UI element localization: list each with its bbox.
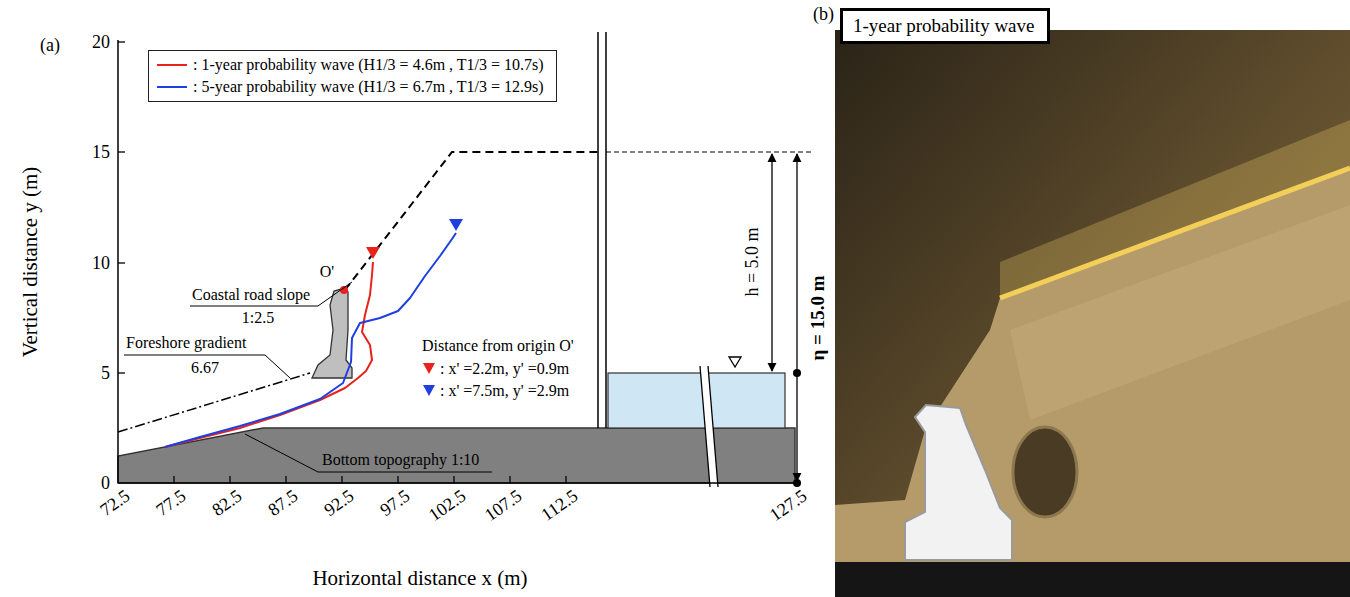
tick-label: 10	[92, 253, 110, 274]
dimension-label: h = 5.0 m	[742, 227, 763, 296]
origin-label: O'	[320, 263, 334, 281]
tick-label: 127.5	[766, 486, 811, 526]
topography-label: Bottom topography 1:10	[322, 451, 479, 469]
axis-title: Horizontal distance x (m)	[312, 566, 527, 590]
tick-label: 0	[101, 473, 110, 494]
distance-title: Distance from origin O'	[420, 337, 576, 355]
road-slope-line	[345, 152, 598, 290]
tick-label: 92.5	[320, 486, 358, 521]
runup-marker	[449, 219, 463, 231]
legend-marker	[423, 385, 435, 396]
tick-label: 5	[101, 363, 110, 384]
legend-line-sample	[157, 64, 187, 66]
y-ticks	[118, 42, 125, 373]
x-ticks	[174, 476, 566, 483]
box-title: 1-year probability wave	[853, 14, 1037, 38]
tick-label: 20	[92, 32, 110, 53]
photo-slope-line	[1000, 168, 1350, 298]
panel-label: (b)	[813, 4, 834, 25]
gradient-label: Foreshore gradient	[126, 334, 246, 352]
extension-line	[606, 152, 812, 153]
slope-label: Coastal road slope	[192, 286, 310, 304]
legend-marker	[423, 363, 435, 374]
dimension-arrow	[796, 154, 797, 481]
tick-label: 97.5	[376, 486, 414, 521]
photo-seawall	[905, 405, 1012, 560]
tick-label: 82.5	[208, 486, 246, 521]
legend-text: : 5-year probability wave (H1/3 = 6.7m ,…	[193, 76, 544, 98]
tick-label: 102.5	[425, 486, 470, 526]
legend-entry: : 5-year probability wave (H1/3 = 6.7m ,…	[157, 76, 544, 98]
tick-label: 87.5	[264, 486, 302, 521]
bottom-topography	[118, 428, 795, 483]
break-line	[700, 366, 710, 487]
leader-line	[124, 355, 290, 378]
flume-wall	[597, 32, 599, 428]
legend-entry: : 1-year probability wave (H1/3 = 4.6m ,…	[157, 54, 544, 76]
distance-value: : x' =2.2m, y' =0.9m	[438, 360, 571, 378]
photo-scour-hole	[1013, 427, 1077, 517]
tick-label: 107.5	[481, 486, 526, 526]
leader-line	[190, 282, 352, 306]
dimension-arrow	[771, 154, 772, 371]
dimension-label: η = 15.0 m	[807, 276, 829, 361]
photo-base	[835, 562, 1350, 597]
photo-sand-light	[1010, 205, 1350, 420]
leader-line	[245, 434, 492, 472]
distance-value: : x' =7.5m, y' =2.9m	[438, 382, 571, 400]
tick-label: 15	[92, 142, 110, 163]
dimension-dot	[793, 369, 801, 377]
photo-sand	[835, 168, 1350, 562]
runup-marker	[366, 247, 380, 259]
break-line	[708, 366, 718, 487]
break-gap	[700, 366, 718, 487]
tick-label: 77.5	[152, 486, 190, 521]
gradient-value: 6.67	[191, 359, 219, 377]
axis-title: Vertical distance y (m)	[18, 167, 42, 358]
photo-ground	[835, 30, 1350, 597]
water-level-symbol	[729, 357, 741, 367]
foreshore-line	[118, 373, 310, 432]
legend-line-sample	[157, 86, 187, 88]
y-axis	[117, 40, 119, 483]
panel-label: (a)	[40, 35, 60, 56]
legend-text: : 1-year probability wave (H1/3 = 4.6m ,…	[193, 54, 544, 76]
seawall	[312, 288, 352, 378]
slope-value: 1:2.5	[242, 309, 274, 327]
legend-box: : 1-year probability wave (H1/3 = 4.6m ,…	[148, 50, 557, 102]
tick-label: 112.5	[537, 486, 582, 526]
title-box: 1-year probability wave	[840, 8, 1050, 44]
x-axis	[118, 482, 795, 484]
flume-wall	[605, 32, 607, 428]
flume-water	[608, 373, 785, 428]
